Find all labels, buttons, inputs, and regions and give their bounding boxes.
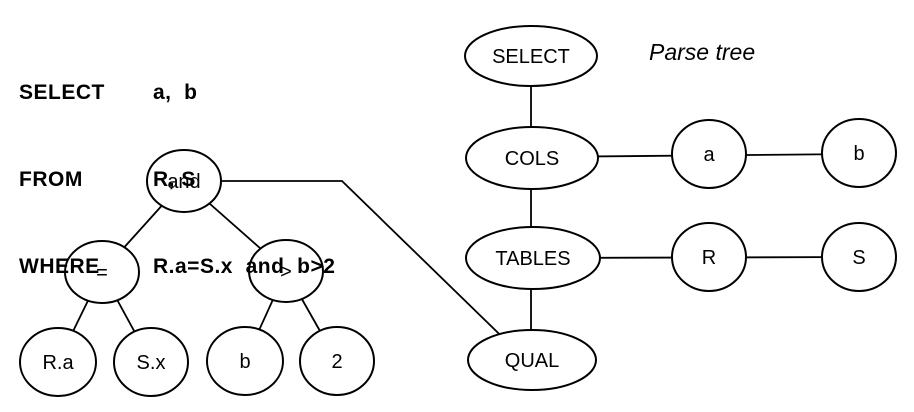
node-qual-label: QUAL — [505, 350, 559, 372]
node-table-r: R — [671, 222, 747, 292]
sql-args-from: R, S — [153, 168, 196, 191]
node-gt-ellipse — [248, 239, 324, 303]
node-col-a-ellipse — [671, 119, 747, 189]
node-table-r-ellipse — [671, 222, 747, 292]
node-select-ellipse — [464, 25, 598, 87]
edge-and-qual — [184, 180, 528, 362]
node-select-label: SELECT — [492, 46, 570, 68]
sql-keyword-from: FROM — [19, 168, 83, 191]
node-table-r-label: R — [702, 247, 716, 269]
sql-query-line-where: WHERE R.a=S.x and b>2 — [19, 252, 335, 281]
node-gt-label: > — [280, 261, 292, 283]
node-tables-label: TABLES — [495, 248, 570, 270]
node-col-a: a — [671, 119, 747, 189]
node-gt: > — [248, 239, 324, 303]
node-ra-label: R.a — [42, 352, 74, 374]
node-b-label: b — [239, 351, 250, 373]
node-eq-ellipse — [64, 240, 140, 304]
node-col-b: b — [821, 118, 897, 188]
node-table-s: S — [821, 222, 897, 292]
node-and-ellipse — [146, 149, 222, 213]
node-cols-label: COLS — [505, 148, 559, 170]
sql-query: SELECT a, b FROM R, S WHERE R.a=S.x and b>2 — [19, 20, 335, 339]
nodes: SELECT COLS TABLES QUAL a b — [19, 25, 897, 397]
node-select: SELECT — [464, 25, 598, 87]
node-sx: S.x — [113, 327, 189, 397]
node-eq-label: = — [96, 262, 108, 284]
node-eq: = — [64, 240, 140, 304]
node-tables-ellipse — [465, 226, 601, 290]
node-cols: COLS — [465, 126, 599, 190]
node-table-s-label: S — [852, 247, 865, 269]
node-ra-ellipse — [19, 327, 97, 397]
node-col-b-ellipse — [821, 118, 897, 188]
node-cols-ellipse — [465, 126, 599, 190]
node-sx-ellipse — [113, 327, 189, 397]
node-qual-ellipse — [467, 329, 597, 391]
sql-query-line-select: SELECT a, b — [19, 78, 335, 107]
node-sx-label: S.x — [137, 352, 166, 374]
sql-query-line-from: FROM R, S — [19, 165, 335, 194]
node-2-label: 2 — [331, 351, 342, 373]
node-2-ellipse — [299, 326, 375, 396]
node-tables: TABLES — [465, 226, 601, 290]
node-qual: QUAL — [467, 329, 597, 391]
node-table-s-ellipse — [821, 222, 897, 292]
sql-args-select: a, b — [153, 81, 198, 104]
node-col-a-label: a — [703, 144, 715, 166]
node-2: 2 — [299, 326, 375, 396]
sql-keyword-where: WHERE — [19, 255, 100, 278]
sql-keyword-select: SELECT — [19, 81, 105, 104]
parse-tree-caption: Parse tree — [649, 39, 756, 65]
node-and-label: and — [167, 171, 200, 193]
node-b: b — [206, 326, 284, 396]
node-ra: R.a — [19, 327, 97, 397]
sql-args-where: R.a=S.x and b>2 — [153, 255, 336, 278]
node-and: and — [146, 149, 222, 213]
node-b-ellipse — [206, 326, 284, 396]
node-col-b-label: b — [853, 143, 864, 165]
